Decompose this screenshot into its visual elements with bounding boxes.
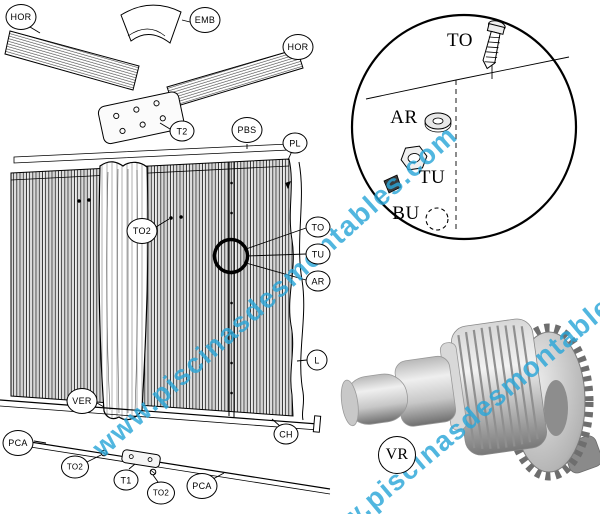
callout-to2-rail-left: TO2 [61,455,89,479]
callout-vr: VR [378,436,416,474]
callout-ver: VER [66,388,98,414]
callout-emb: EMB [189,7,221,33]
callout-to2-wall: TO2 [126,218,158,244]
fastener-detail-circle [350,13,578,241]
callout-t1: T1 [113,469,139,491]
cap-piece [120,4,182,44]
vertical-upright [98,161,149,421]
detail-label-to: TO [447,30,473,51]
callout-to: TO [305,216,331,238]
callout-pbs: PBS [231,117,263,143]
callout-pca-right: PCA [186,473,218,499]
top-ledge-strip [13,143,290,164]
wedge-icon [383,174,402,194]
callout-tu: TU [305,243,331,265]
callout-hor-right: HOR [282,34,314,60]
nut-icon [400,145,428,171]
screw-icon [482,20,506,70]
joint-plate [97,91,185,145]
detail-label-bu: BU [392,203,420,224]
pool-wall [10,158,305,421]
callout-to2-rail-right: TO2 [147,481,175,505]
bottom-rails [0,399,331,495]
detail-label-ar: AR [390,107,418,128]
callout-ch: CH [273,423,299,445]
cap-hole-icon [425,207,449,231]
callout-pl: PL [282,132,308,154]
callout-t2: T2 [169,120,195,142]
callout-ar: AR [305,270,331,292]
callout-hor-left: HOR [5,4,37,30]
callout-l: L [306,349,328,371]
callout-pca-left: PCA [2,430,34,456]
detail-label-tu: TU [418,167,446,188]
rail-connector [100,449,161,476]
washer-icon [424,112,452,133]
valve-render [340,318,600,481]
